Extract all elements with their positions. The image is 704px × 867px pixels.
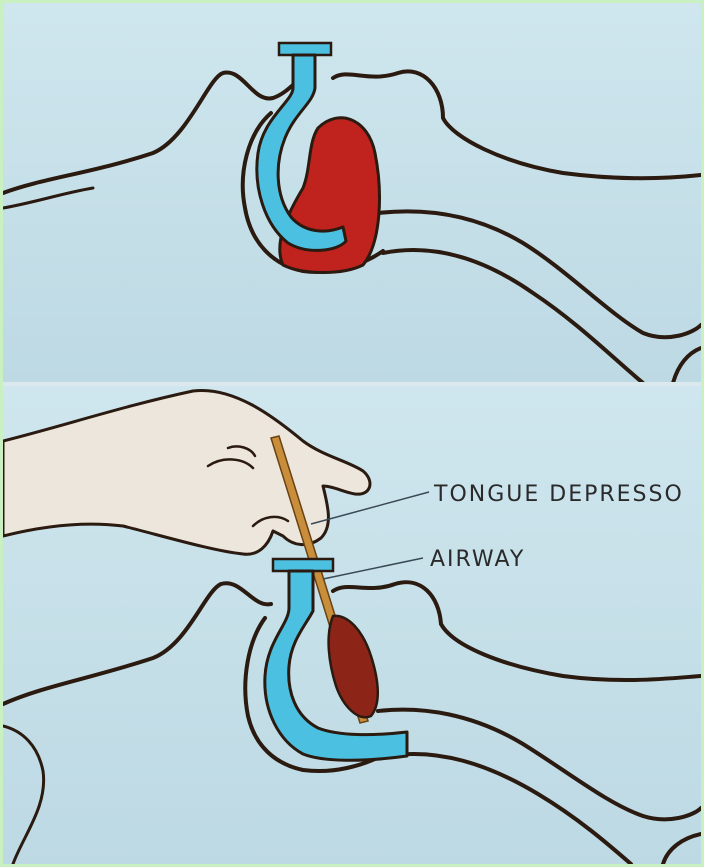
airway-flange (279, 43, 331, 55)
top-diagram (3, 3, 701, 383)
palate-outline (333, 582, 701, 680)
throat-upper-line (378, 211, 701, 337)
tongue-depressed-shape (329, 616, 378, 717)
chin-outline (3, 188, 93, 208)
leader-line-airway (323, 558, 423, 579)
throat-upper-line (378, 710, 701, 820)
airway-flange (273, 559, 333, 571)
throat-lower-line (388, 754, 631, 864)
neck-line (663, 834, 701, 864)
chin-outline (3, 726, 44, 864)
label-tongue-depressor: TONGUE DEPRESSO (434, 482, 684, 507)
throat-lower-line (383, 250, 643, 383)
hand-shape (3, 390, 370, 554)
top-panel-airway-blocked (3, 3, 701, 383)
palate-outline (333, 71, 701, 178)
bottom-diagram (3, 386, 701, 864)
bottom-panel-airway-inserted: TONGUE DEPRESSO AIRWAY (3, 386, 701, 864)
face-profile-outline (3, 583, 271, 704)
neck-line (673, 348, 701, 383)
label-airway: AIRWAY (430, 547, 525, 572)
